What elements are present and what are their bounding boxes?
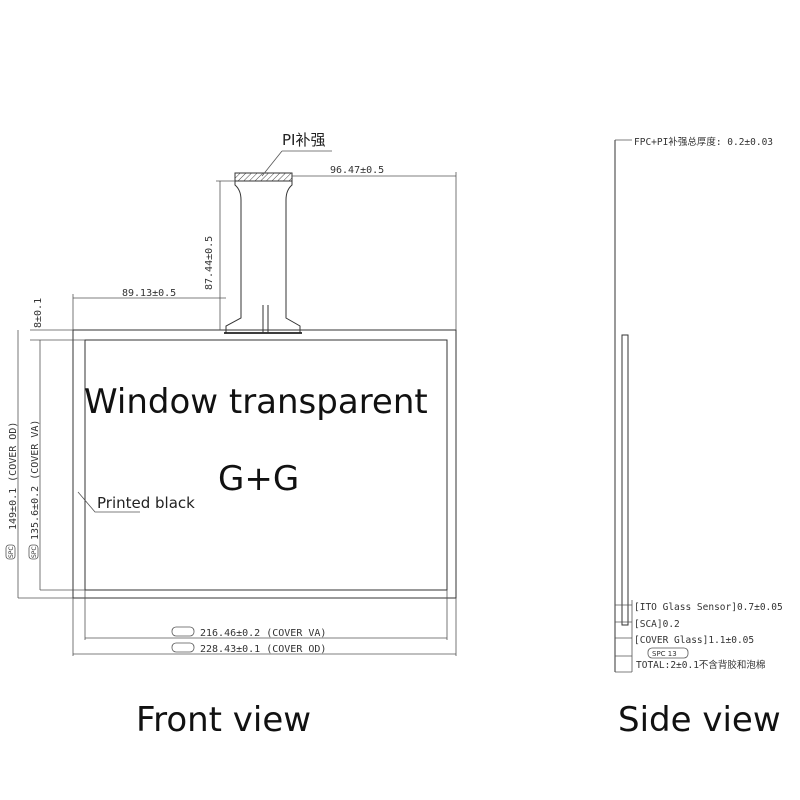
dim-tail-height: 87.44±0.5	[204, 236, 215, 290]
visible-area-outline	[84, 339, 448, 591]
spec-tag-height-od: SPC	[8, 546, 15, 558]
spc-tag: SPC 13	[652, 650, 677, 658]
fpc-tail	[224, 172, 302, 334]
cover-outline	[72, 329, 457, 599]
fpc-pi-thickness-note: FPC+PI补强总厚度: 0.2±0.03	[634, 136, 773, 148]
pi-stiffener-hatch	[234, 172, 293, 182]
dim-width-cover-va: 216.46±0.2 (COVER VA)	[200, 628, 326, 639]
glass-glass-label: G+G	[218, 459, 299, 499]
front-view-title: Front view	[136, 700, 311, 740]
dim-height-cover-od: 149±0.1 (COVER OD)	[8, 422, 19, 530]
spec-tag-height-va: SPC	[31, 546, 38, 558]
cover-glass-spec: [COVER Glass]1.1±0.05	[634, 635, 754, 646]
pi-stiffener-label: PI补强	[282, 131, 325, 149]
printed-black-label: Printed black	[97, 494, 195, 512]
ito-glass-sensor-spec: [ITO Glass Sensor]0.7±0.05	[634, 602, 783, 613]
dim-tail-to-right: 96.47±0.5	[330, 165, 384, 176]
window-transparent-label: Window transparent	[84, 382, 428, 422]
front-view: PI补强 96.47±0.5 87.44±0.5 89.13±0.5 8±0.1…	[5, 131, 457, 740]
side-view-title: Side view	[618, 700, 781, 740]
side-view: FPC+PI补强总厚度: 0.2±0.03 [ITO Glass Sensor]…	[614, 136, 783, 740]
dim-height-cover-va: 135.6±0.2 (COVER VA)	[30, 420, 41, 540]
total-thickness-spec: TOTAL:2±0.1不含背胶和泡棉	[636, 659, 765, 671]
sca-spec: [SCA]0.2	[634, 619, 680, 630]
dim-width-cover-od: 228.43±0.1 (COVER OD)	[200, 644, 326, 655]
dim-border-top: 8±0.1	[33, 298, 44, 328]
dim-tail-offset: 89.13±0.5	[122, 288, 176, 299]
